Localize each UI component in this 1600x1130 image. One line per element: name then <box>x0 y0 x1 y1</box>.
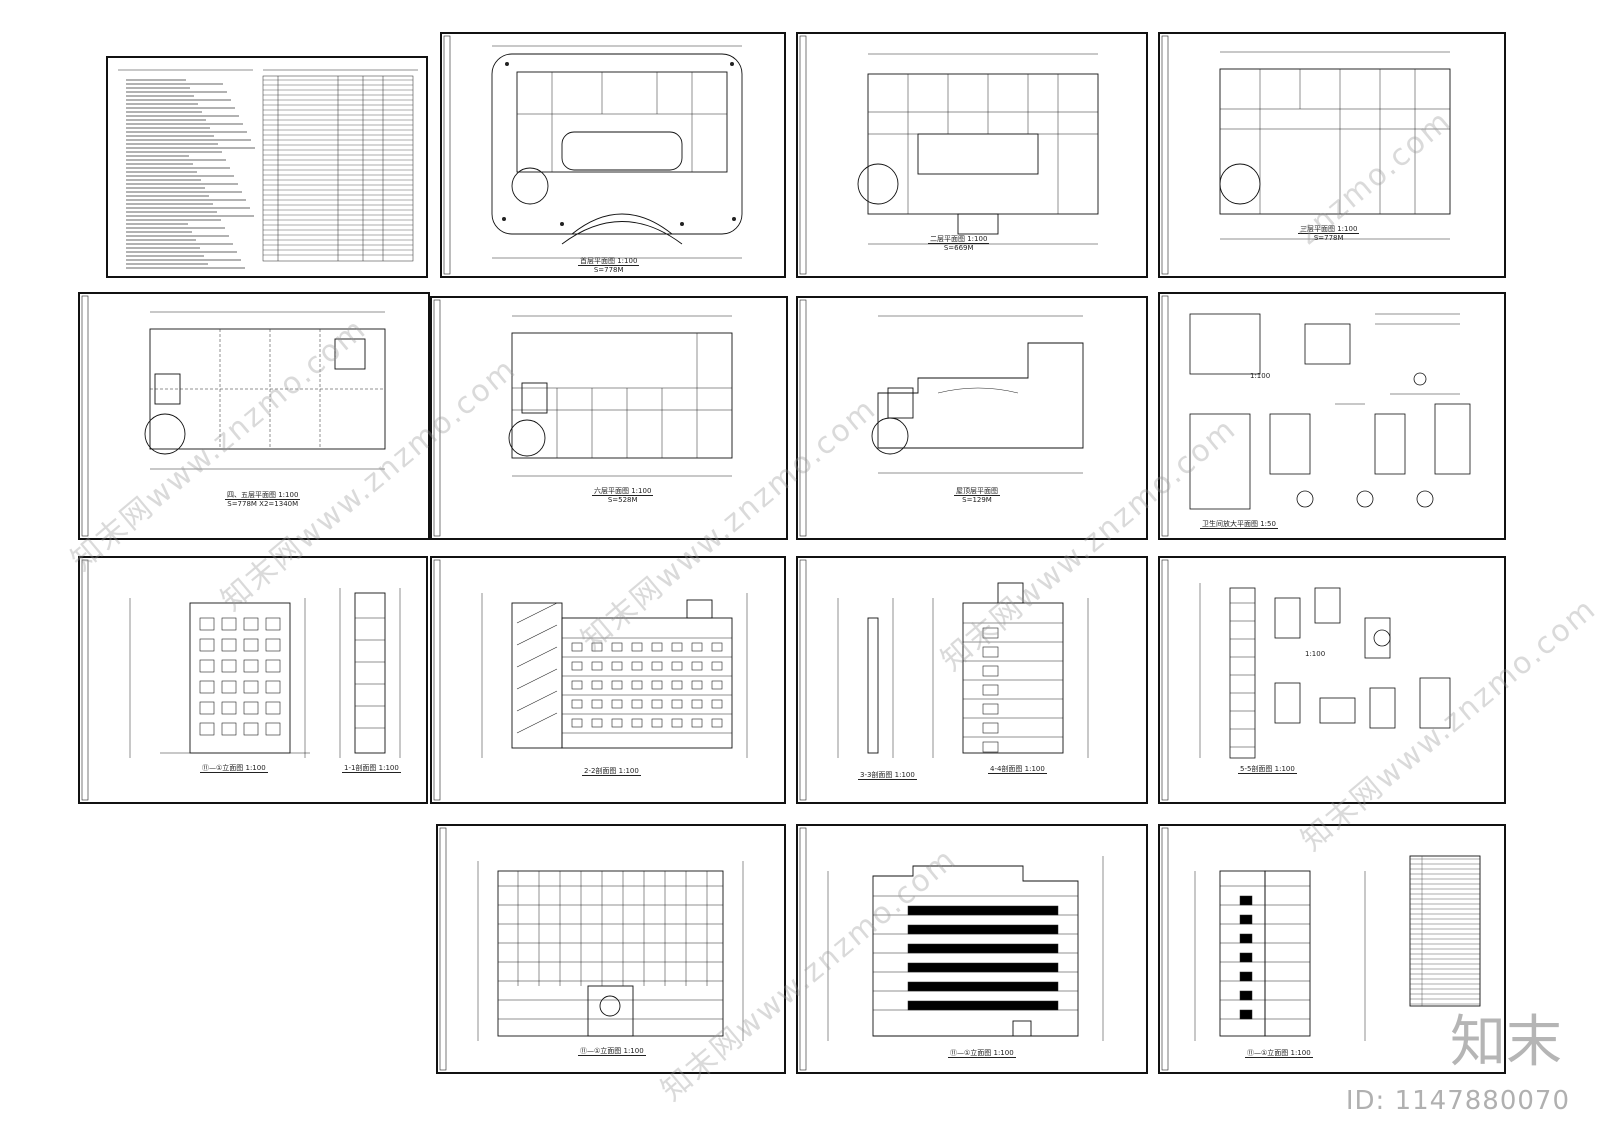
caption-elevation-front-title: ⑪—①立面图 1:100 <box>578 1047 646 1056</box>
caption-toilet-scale-text: 1:100 <box>1250 372 1271 380</box>
elevation-side-svg <box>81 559 401 801</box>
sheet-elevation-rear[interactable]: ⑪—①立面图 1:100 <box>796 824 1148 1074</box>
caption-roof-title: 屋顶层平面图 <box>954 487 1000 496</box>
sheet-section-5-5-details[interactable]: 5-5剖面图 1:100 1:100 <box>1158 556 1506 804</box>
sheet-plan-floor3[interactable]: 三层平面图 1:100 S=778M <box>1158 32 1506 278</box>
caption-elevation-rear-title: ⑪—①立面图 1:100 <box>948 1049 1016 1058</box>
caption-elevation-front: ⑪—①立面图 1:100 <box>578 1046 646 1056</box>
caption-floor4-5-title: 四、五层平面图 1:100 <box>225 491 301 500</box>
caption-floor1-title: 首层平面图 1:100 <box>578 257 640 266</box>
caption-elevation-rear: ⑪—①立面图 1:100 <box>948 1048 1016 1058</box>
sheet-section-3-3-4-4[interactable]: 3-3剖面图 1:100 4-4剖面图 1:100 <box>796 556 1148 804</box>
watermark-id: ID: 1147880070 <box>1345 1086 1570 1116</box>
watermark-logo: 知末 <box>1450 1010 1562 1075</box>
sheet-elevation-front[interactable]: ⑪—①立面图 1:100 <box>436 824 786 1074</box>
caption-elevation-side: ⑪—①立面图 1:100 <box>200 763 268 773</box>
caption-section-2-2: 2-2剖面图 1:100 <box>582 766 641 776</box>
caption-section-1-1: 1-1剖面图 1:100 <box>342 763 401 773</box>
elevation-rear-svg <box>799 827 1104 1071</box>
toilet-details-svg <box>1161 295 1471 537</box>
caption-floor2: 二层平面图 1:100 S=669M <box>928 234 990 252</box>
caption-floor1-area: S=778M <box>593 266 624 274</box>
sheet-elevation-side[interactable]: ⑪—①立面图 1:100 1-1剖面图 1:100 <box>78 556 428 804</box>
sheet-plan-roof[interactable]: 屋顶层平面图 S=129M <box>796 296 1148 540</box>
plan-floor4-5-svg <box>81 295 386 537</box>
sheet-design-notes[interactable] <box>106 56 428 278</box>
plan-roof-svg <box>799 299 1084 537</box>
section-3-4-svg <box>799 559 1089 801</box>
plan-floor1-svg <box>443 35 743 275</box>
plan-floor2-svg <box>799 35 1099 275</box>
sheet-toilet-details[interactable]: 卫生间放大平面图 1:50 1:100 <box>1158 292 1506 540</box>
caption-floor4-5: 四、五层平面图 1:100 S=778M X2=1340M <box>225 490 301 508</box>
caption-elevation-end: ⑪—①立面图 1:100 <box>1245 1048 1313 1058</box>
caption-toilet: 卫生间放大平面图 1:50 <box>1200 519 1278 529</box>
caption-section-3-3-title: 3-3剖面图 1:100 <box>858 771 917 780</box>
caption-section-1-1-title: 1-1剖面图 1:100 <box>342 764 401 773</box>
caption-roof: 屋顶层平面图 S=129M <box>954 486 1000 504</box>
caption-section-5-5: 5-5剖面图 1:100 <box>1238 764 1297 774</box>
elevation-end-svg <box>1161 827 1481 1071</box>
caption-section-3-3: 3-3剖面图 1:100 <box>858 770 917 780</box>
sheet-elevation-end[interactable]: ⑪—①立面图 1:100 <box>1158 824 1506 1074</box>
sheet-plan-floor6[interactable]: 六层平面图 1:100 S=528M <box>430 296 788 540</box>
plan-floor3-svg <box>1161 35 1451 275</box>
elevation-front-svg <box>439 827 744 1071</box>
section-5-5-svg <box>1161 559 1451 801</box>
caption-section-2-2-title: 2-2剖面图 1:100 <box>582 767 641 776</box>
caption-details-scale-text: 1:100 <box>1305 650 1326 658</box>
caption-floor2-title: 二层平面图 1:100 <box>928 235 990 244</box>
caption-elevation-end-title: ⑪—①立面图 1:100 <box>1245 1049 1313 1058</box>
caption-floor3-area: S=778M <box>1313 234 1344 242</box>
sheet-plan-floor1[interactable]: 首层平面图 1:100 S=778M <box>440 32 786 278</box>
plan-floor6-svg <box>433 299 733 537</box>
caption-floor3-title: 三层平面图 1:100 <box>1298 225 1360 234</box>
caption-toilet-title: 卫生间放大平面图 1:50 <box>1200 520 1278 529</box>
caption-details-scale: 1:100 <box>1305 650 1325 658</box>
caption-floor3: 三层平面图 1:100 S=778M <box>1298 224 1360 242</box>
caption-floor4-5-area: S=778M X2=1340M <box>227 500 299 508</box>
caption-elevation-side-title: ⑪—①立面图 1:100 <box>200 764 268 773</box>
caption-section-4-4: 4-4剖面图 1:100 <box>988 764 1047 774</box>
caption-floor1: 首层平面图 1:100 S=778M <box>578 256 640 274</box>
caption-roof-area: S=129M <box>962 496 992 504</box>
caption-floor6-title: 六层平面图 1:100 <box>592 487 654 496</box>
caption-floor2-area: S=669M <box>943 244 974 252</box>
caption-toilet-scale: 1:100 <box>1250 372 1270 380</box>
sheet-section-2-2[interactable]: 2-2剖面图 1:100 <box>430 556 786 804</box>
section-2-2-svg <box>433 559 748 801</box>
sheet-plan-floor2[interactable]: 二层平面图 1:100 S=669M <box>796 32 1148 278</box>
sheet-plan-floor4-5[interactable]: 四、五层平面图 1:100 S=778M X2=1340M <box>78 292 430 540</box>
notes-svg <box>118 69 418 269</box>
caption-floor6: 六层平面图 1:100 S=528M <box>592 486 654 504</box>
caption-section-4-4-title: 4-4剖面图 1:100 <box>988 765 1047 774</box>
caption-floor6-area: S=528M <box>607 496 638 504</box>
caption-section-5-5-title: 5-5剖面图 1:100 <box>1238 765 1297 774</box>
